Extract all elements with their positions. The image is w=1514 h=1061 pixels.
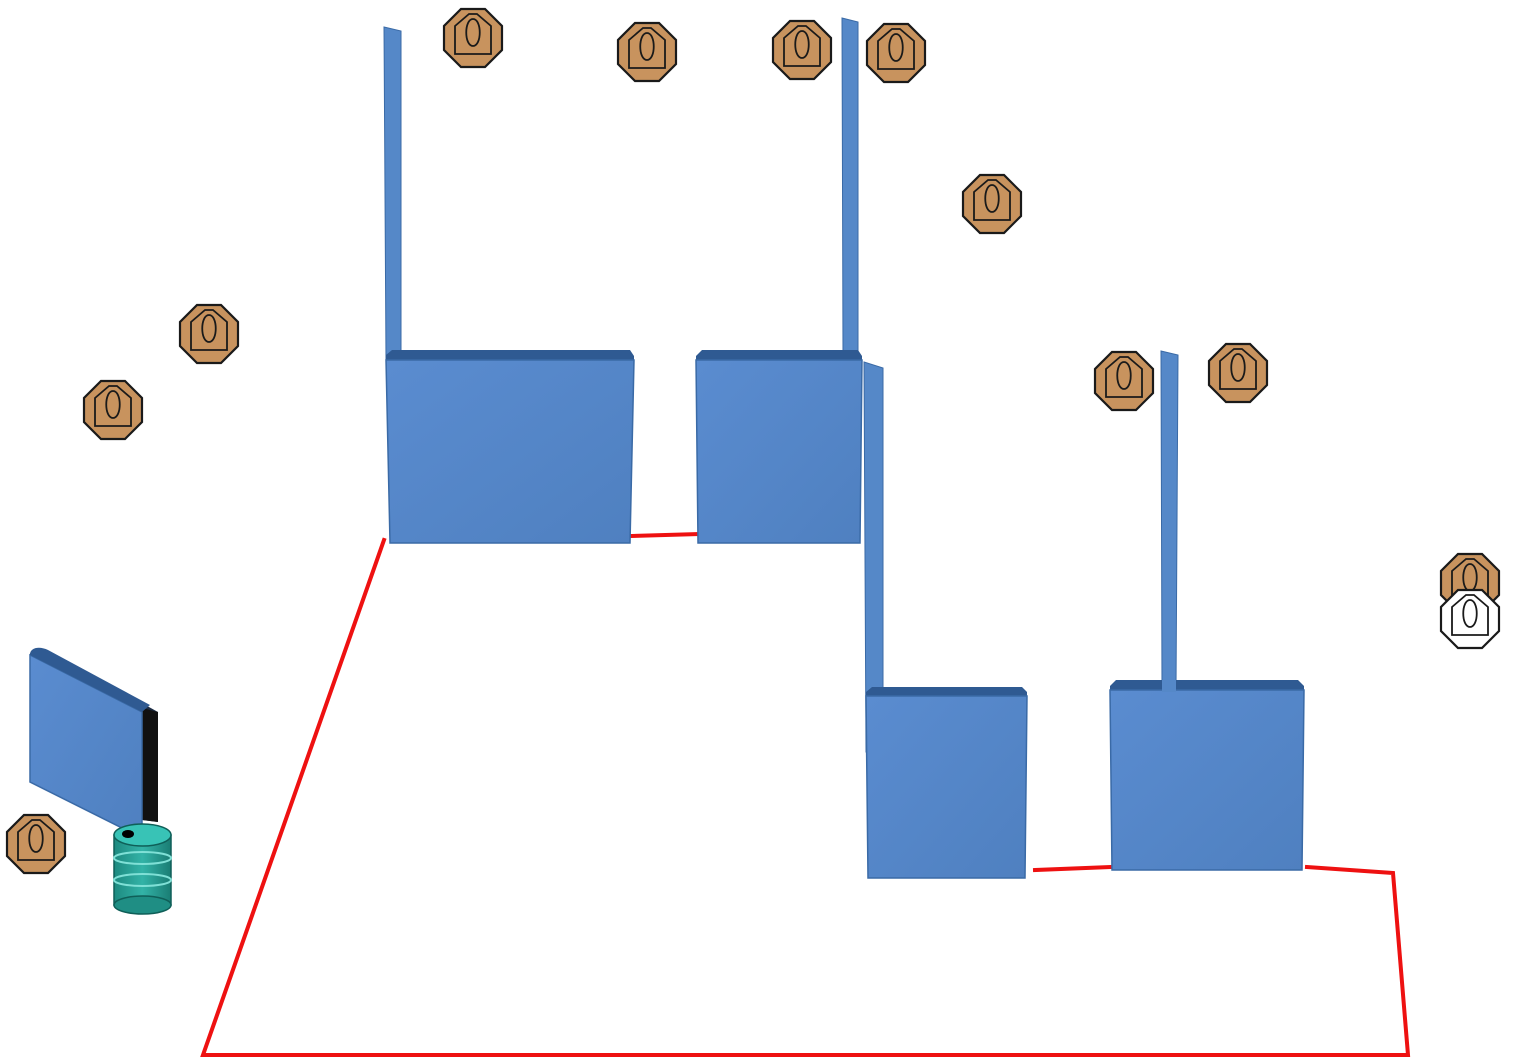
octagon-target-icon [1093, 350, 1155, 412]
octagon-target-icon [616, 21, 678, 83]
panel-upper-right [695, 350, 863, 544]
vertical-wall-4-front [1162, 680, 1176, 692]
fault-lines [200, 531, 1411, 1057]
octagon-target-icon [442, 7, 504, 69]
barrel-icon [113, 823, 172, 915]
fault-line-gap-upper [629, 531, 701, 539]
fault-line-gap-lower [1032, 864, 1115, 873]
barricade-panels [385, 350, 1305, 879]
octagon-target-icon [1207, 342, 1269, 404]
fault-line-left-and-bottom [200, 537, 1411, 1057]
no-shoot-target-icon [1439, 588, 1501, 650]
octagon-target-icon [961, 173, 1023, 235]
panel-upper-left [385, 350, 635, 544]
vertical-wall-4 [1160, 350, 1179, 691]
angled-wall [29, 647, 158, 840]
octagon-target-icon [5, 813, 67, 875]
vertical-wall-1 [383, 26, 402, 361]
octagon-target-icon [178, 303, 240, 365]
panel-lower-left [865, 687, 1028, 879]
vertical-wall-2 [841, 17, 859, 353]
octagon-target-icon [82, 379, 144, 441]
octagon-target-icon [865, 22, 927, 84]
octagon-target-icon [771, 19, 833, 81]
panel-lower-right [1109, 680, 1305, 871]
